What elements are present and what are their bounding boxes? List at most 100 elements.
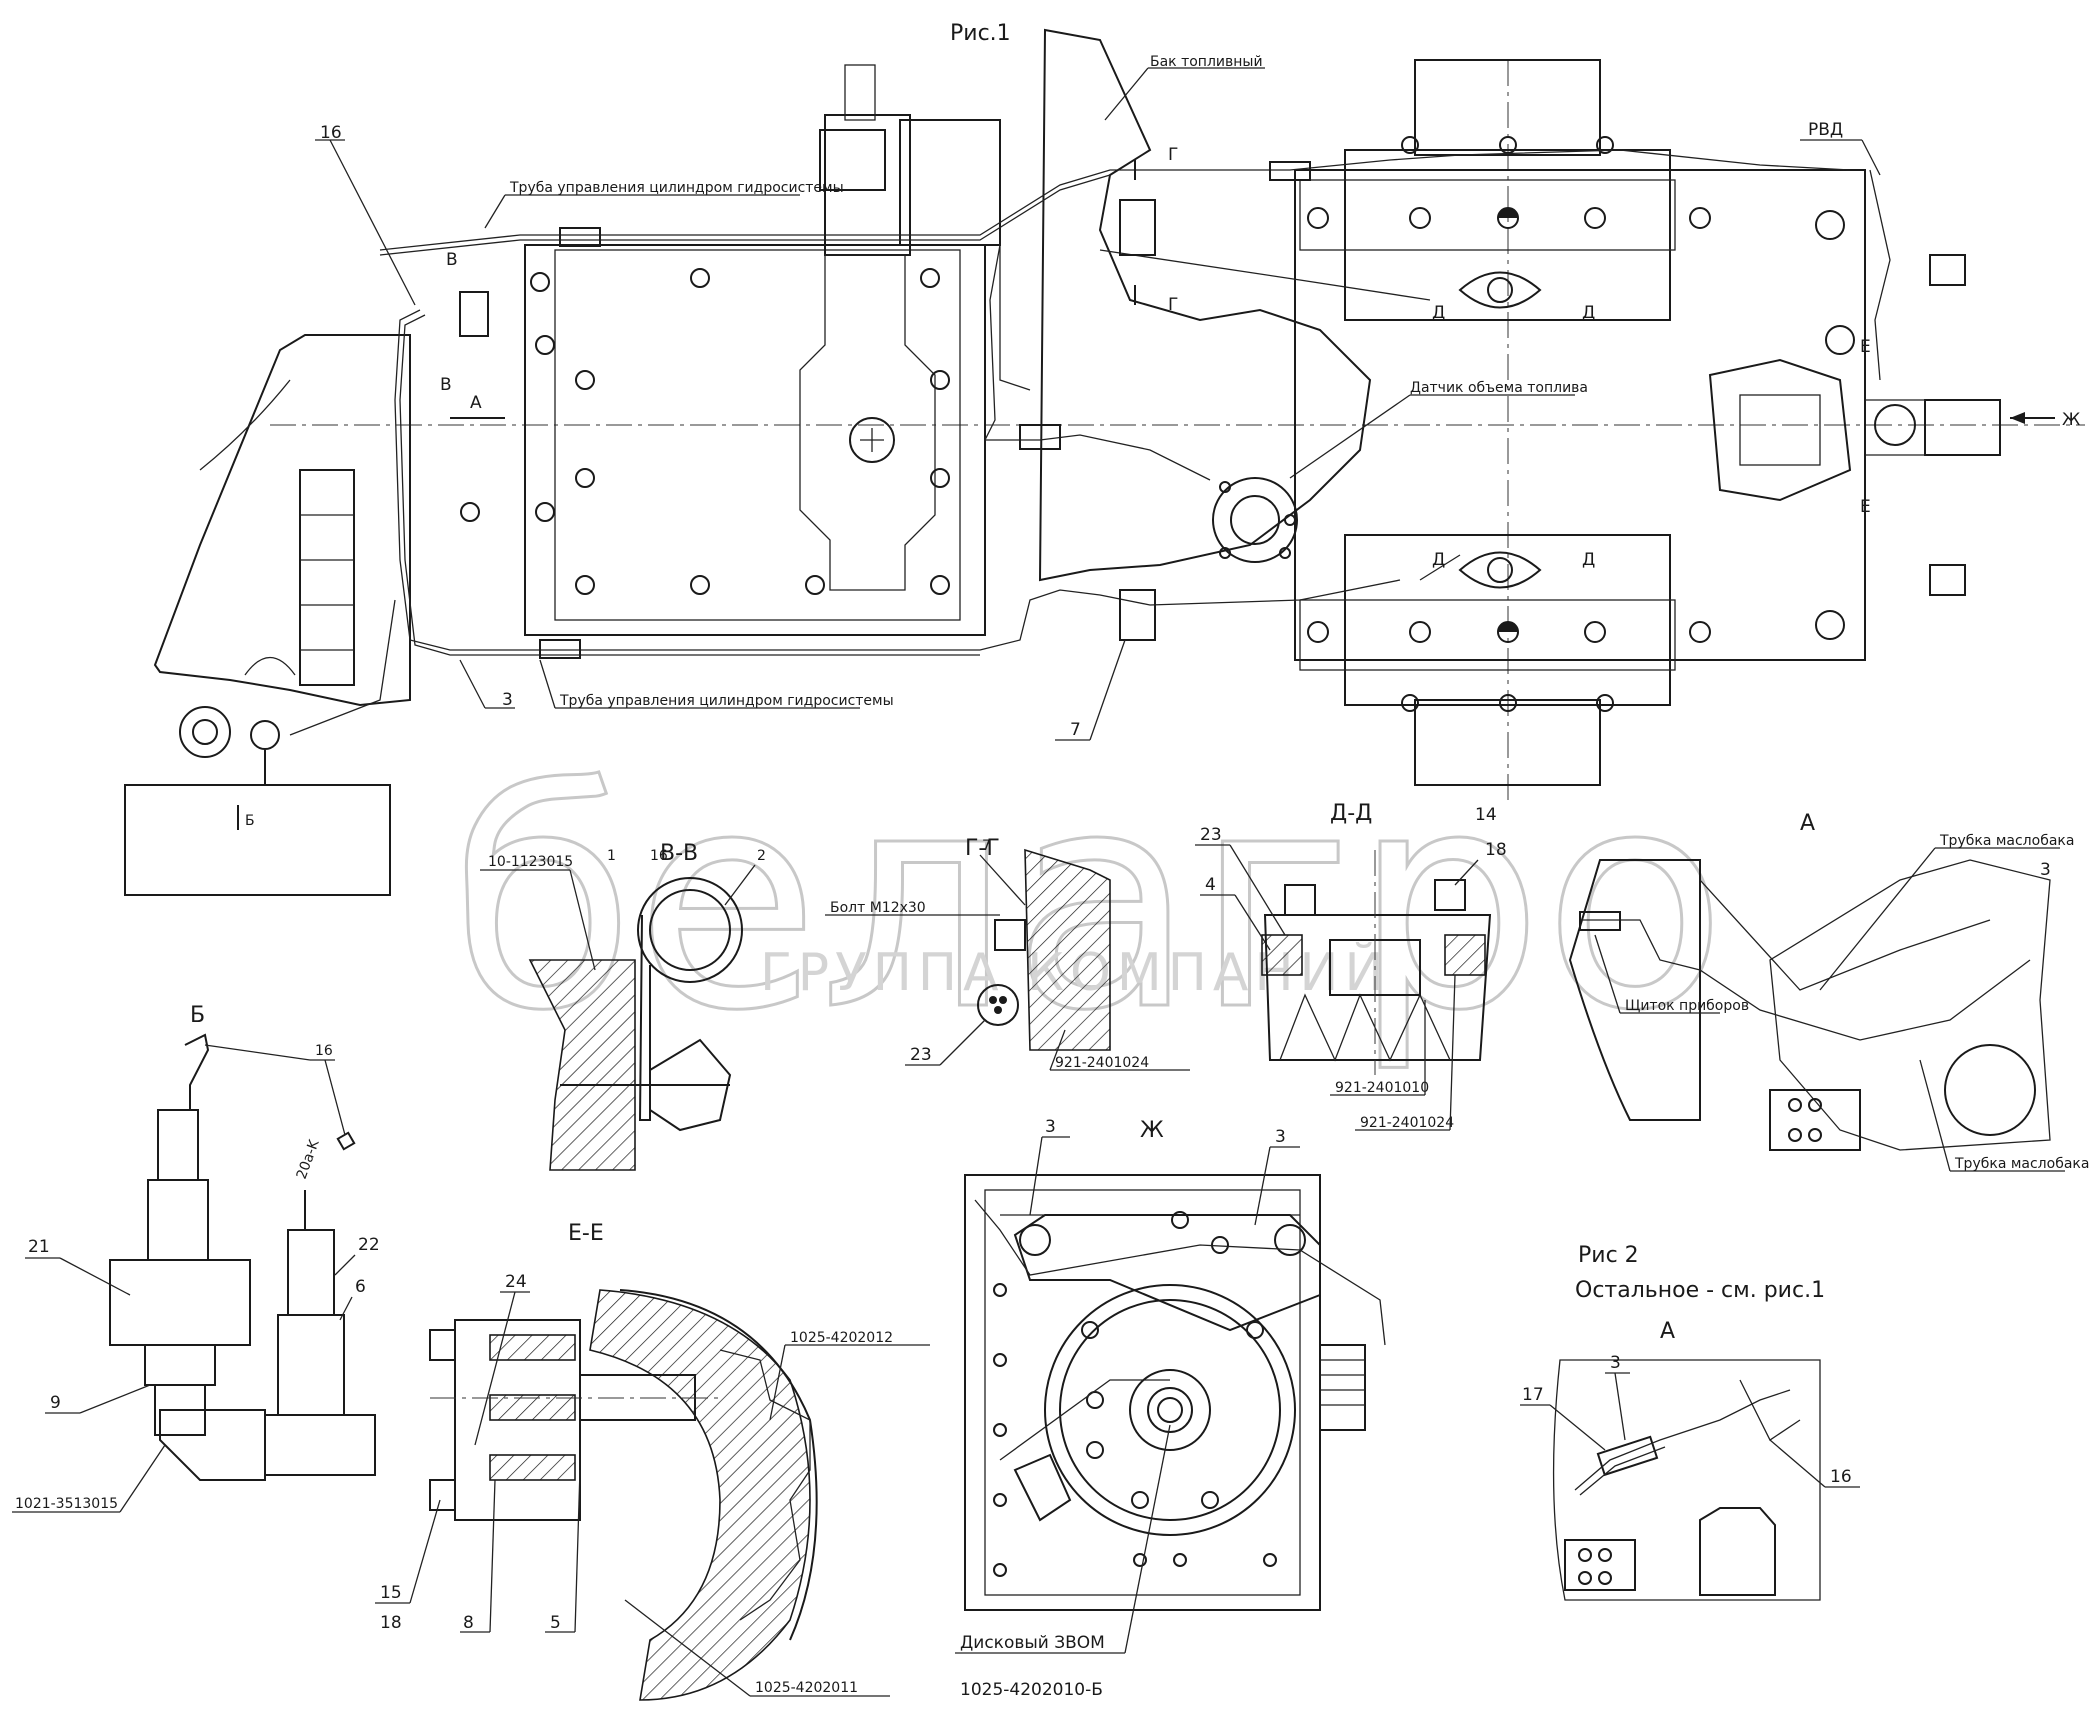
ee-p15: 15 — [380, 1583, 402, 1603]
dd-p23: 23 — [1200, 825, 1222, 845]
view-b-tag: 20a-K — [294, 1137, 323, 1181]
pos-3: 3 — [502, 690, 513, 710]
pos-7: 7 — [1070, 720, 1081, 740]
zh-sensor — [1013, 1453, 1072, 1522]
gg-bolt-label: Болт М12х30 — [830, 900, 926, 916]
gg-cable — [977, 984, 1019, 1026]
fuel-tank — [1038, 28, 1372, 582]
ee-p24: 24 — [505, 1272, 527, 1292]
view-a: А Трубка маслобака Трубка маслобака Щито… — [1568, 811, 2089, 1172]
dashboard-label: Щиток приборов — [1625, 998, 1749, 1014]
dd-p4: 4 — [1205, 875, 1216, 895]
ee-p8: 8 — [463, 1613, 474, 1633]
view-a-frame — [1769, 859, 2051, 1151]
sect-d1: Д — [1432, 303, 1445, 323]
central-plate — [799, 254, 936, 591]
bottom-axle-stub — [1414, 699, 1601, 786]
cabin-wheel-arc — [244, 657, 296, 676]
wire-harness — [289, 149, 1891, 736]
zh-caption: Дисковый ЗВОМ — [960, 1633, 1105, 1653]
vv-hatched-part — [528, 959, 636, 1171]
fuel-sensor — [1212, 477, 1298, 563]
fig2-terminal-block — [1564, 1539, 1636, 1591]
column-block-right — [899, 119, 1001, 246]
oil-pipe-top-label: Трубка маслобака — [1939, 833, 2074, 849]
cabin-grille — [299, 469, 355, 686]
fitting-top — [1929, 254, 1966, 286]
fig2-subtitle: Остальное - см. рис.1 — [1575, 1278, 1825, 1303]
view-b-p9: 9 — [50, 1393, 61, 1413]
ee-hatched-housing — [589, 1289, 811, 1701]
ee-p18: 18 — [380, 1613, 402, 1633]
zh-top-cover — [1013, 1214, 1321, 1332]
vv-tube — [637, 877, 743, 983]
view-b-p22: 22 — [358, 1235, 380, 1255]
view-b-p21: 21 — [28, 1237, 50, 1257]
sect-v1: В — [446, 250, 458, 270]
sensor-22-body — [287, 1229, 335, 1316]
view-b-wire — [184, 1033, 210, 1110]
view-b-p6: 6 — [355, 1277, 366, 1297]
pto-shaft — [1924, 399, 2001, 456]
arrow-b-label: Б — [245, 813, 255, 829]
plate-bolts — [460, 268, 950, 595]
frame-plate — [524, 244, 986, 636]
a2-p3: 3 — [1610, 1353, 1621, 1373]
sender-gauge — [179, 706, 231, 758]
arrow-a-label: А — [470, 393, 482, 413]
housing-bolts — [1307, 136, 1855, 712]
vv-p16: 16 — [650, 848, 668, 864]
rear-housing — [1294, 169, 1866, 661]
zh-housing — [964, 1174, 1321, 1611]
dd-title: Д-Д — [1330, 801, 1372, 826]
vv-clip — [638, 914, 651, 1121]
sect-g1: Г — [1168, 145, 1178, 165]
column-pipe — [844, 64, 876, 121]
main-view: Рис.1 — [124, 21, 2085, 896]
vv-p2: 2 — [757, 848, 766, 864]
sect-v2: В — [440, 375, 452, 395]
bottom-bracket — [1344, 534, 1671, 706]
vv-title: В-В — [660, 841, 698, 866]
column-top — [819, 129, 886, 191]
section-dd: Д-Д 23 4 14 18 921-2401010 921-2401024 — [1195, 801, 1507, 1131]
dd-pad-right — [1444, 934, 1486, 976]
pipe-top-label: Труба управления цилиндром гидросистемы — [509, 180, 844, 196]
sect-d4: Д — [1582, 550, 1595, 570]
sect-e1: Е — [1860, 337, 1871, 357]
zh-disc — [1044, 1284, 1296, 1536]
section-vv: В-В 10-1123015 1 16 2 — [480, 841, 766, 1171]
pipe-bottom-label: Труба управления цилиндром гидросистемы — [559, 693, 894, 709]
ee-part-top: 1025-4202012 — [790, 1330, 893, 1346]
ee-p5: 5 — [550, 1613, 561, 1633]
view-zh-title: Ж — [1140, 1118, 1164, 1143]
fuel-tank-label: Бак топливный — [1150, 54, 1263, 70]
zh-fin-block — [1319, 1344, 1366, 1431]
dd-pad-left — [1261, 934, 1303, 976]
view-a-terminal-block — [1769, 1089, 1861, 1151]
fig2-frame — [1552, 1359, 1821, 1601]
pos-16: 16 — [320, 123, 342, 143]
view-b-title: Б — [190, 1003, 205, 1028]
vv-p1: 1 — [607, 848, 616, 864]
ee-gear-teeth — [719, 1349, 811, 1621]
oil-tank-stub — [124, 784, 391, 896]
dd-housing — [1263, 914, 1492, 1061]
gg-hatched-part — [1024, 848, 1111, 1051]
fig2-title: Рис 2 — [1578, 1243, 1639, 1268]
pto-flange — [1708, 358, 1852, 502]
vv-part: 10-1123015 — [488, 854, 573, 870]
temp-sensor-bottom — [1458, 551, 1542, 589]
zh-part: 1025-4202010-Б — [960, 1680, 1103, 1700]
oil-pipe-bottom-label: Трубка маслобака — [1954, 1156, 2089, 1172]
fig1-title: Рис.1 — [950, 21, 1011, 46]
gg-p7: 7 — [982, 838, 991, 854]
view-b-part: 1021-3513015 — [15, 1496, 118, 1512]
dd-p18: 18 — [1485, 840, 1507, 860]
fuel-sensor-label: Датчик объема топлива — [1410, 380, 1588, 396]
oil-tank-circle — [1944, 1044, 2036, 1136]
frame-plate-inner — [554, 249, 961, 621]
sect-e2: Е — [1860, 497, 1871, 517]
